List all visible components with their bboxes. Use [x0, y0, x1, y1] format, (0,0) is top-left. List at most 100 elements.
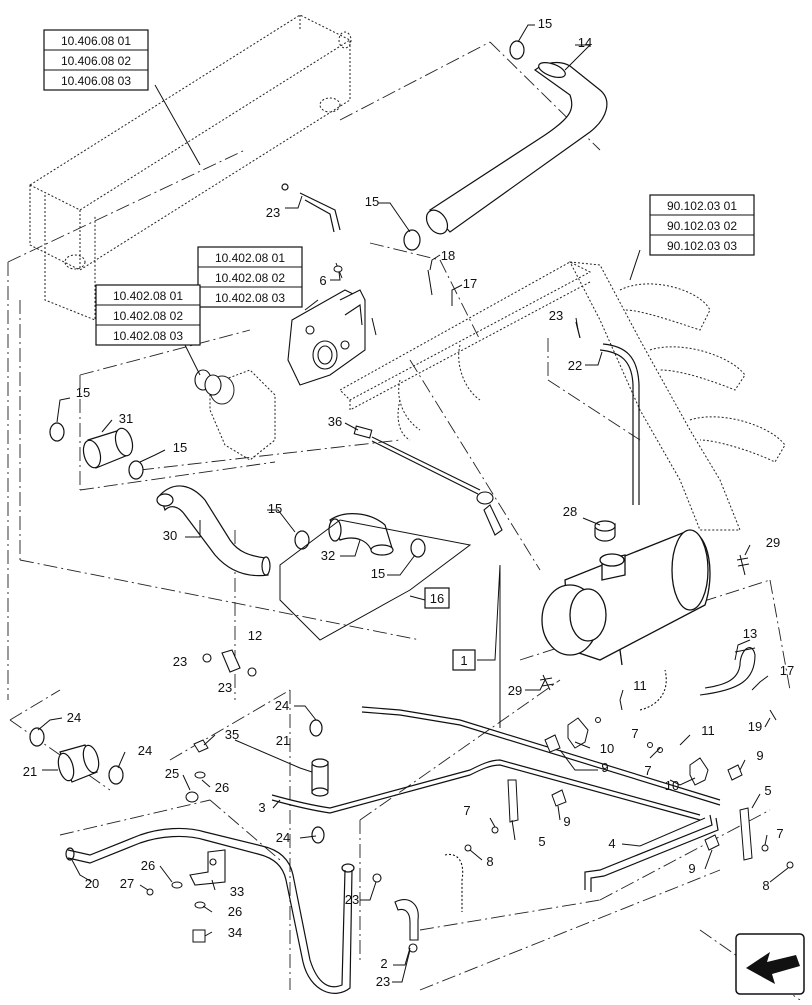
view-direction-arrow-icon: [735, 933, 805, 995]
screws: [464, 717, 794, 869]
part-number[interactable]: 18: [441, 248, 455, 263]
chassis-crossmember: [339, 261, 592, 441]
water-pump: [287, 289, 366, 386]
part-number[interactable]: 9: [688, 861, 695, 876]
part-number[interactable]: 21: [276, 733, 290, 748]
part-number[interactable]: 15: [365, 194, 379, 209]
part-number[interactable]: 23: [549, 308, 563, 323]
part-number[interactable]: 36: [328, 414, 342, 429]
part-number[interactable]: 15: [76, 385, 90, 400]
thermostat-clamp: [194, 369, 222, 396]
reference-code: 90.102.03 03: [667, 239, 737, 253]
part-number[interactable]: 26: [228, 904, 242, 919]
bypass-hose: [281, 183, 341, 233]
part-number[interactable]: 23: [376, 974, 390, 989]
part-number[interactable]: 10: [600, 741, 614, 756]
upper-hose: [425, 61, 608, 235]
part-number[interactable]: 25: [165, 766, 179, 781]
part-number[interactable]: 9: [563, 814, 570, 829]
leader-lines: [37, 24, 789, 983]
reference-code: 10.402.08 01: [113, 289, 183, 303]
reference-code: 90.102.03 02: [667, 219, 737, 233]
kit-callout-16[interactable]: 16: [424, 587, 450, 609]
part-number[interactable]: 29: [766, 535, 780, 550]
hose-12: [202, 649, 257, 677]
bolts-left: [146, 739, 209, 943]
part-number[interactable]: 5: [764, 783, 771, 798]
filler-cap: [594, 520, 616, 542]
coolant-pipe-3: [271, 706, 721, 821]
part-number[interactable]: 23: [173, 654, 187, 669]
part-number[interactable]: 23: [266, 205, 280, 220]
part-number[interactable]: 30: [163, 528, 177, 543]
part-number[interactable]: 8: [762, 878, 769, 893]
part-number[interactable]: 26: [141, 858, 155, 873]
part-number[interactable]: 24: [275, 698, 289, 713]
part-number[interactable]: 34: [228, 925, 242, 940]
tank-strap: [639, 647, 756, 711]
part-number[interactable]: 35: [225, 727, 239, 742]
drain-hose: [575, 321, 640, 505]
part-number[interactable]: 7: [463, 803, 470, 818]
part-number[interactable]: 31: [119, 411, 133, 426]
part-number[interactable]: 3: [258, 800, 265, 815]
part-number[interactable]: 24: [276, 830, 290, 845]
part-number[interactable]: 32: [321, 548, 335, 563]
part-number[interactable]: 8: [486, 854, 493, 869]
part-number[interactable]: 19: [748, 719, 762, 734]
hose-clamp: [403, 40, 525, 251]
part-number[interactable]: 23: [218, 680, 232, 695]
part-number[interactable]: 15: [538, 16, 552, 31]
coolant-tube-20: [65, 827, 355, 994]
part-number[interactable]: 21: [23, 764, 37, 779]
reference-box-ladder[interactable]: 90.102.03 01 90.102.03 02 90.102.03 03: [649, 194, 755, 256]
part-number[interactable]: 29: [508, 683, 522, 698]
kit-number: 16: [430, 591, 444, 606]
reference-code: 10.402.08 01: [215, 251, 285, 265]
part-number[interactable]: 24: [67, 710, 81, 725]
reference-code: 10.402.08 02: [113, 309, 183, 323]
hose-21-left: [29, 727, 124, 785]
part-number[interactable]: 7: [644, 763, 651, 778]
part-number[interactable]: 20: [85, 876, 99, 891]
reference-box-pump-upper[interactable]: 10.402.08 01 10.402.08 02 10.402.08 03: [197, 246, 303, 308]
part-number[interactable]: 15: [268, 501, 282, 516]
part-number[interactable]: 15: [371, 566, 385, 581]
bolts-studs: [539, 554, 777, 721]
part-number[interactable]: 7: [631, 726, 638, 741]
part-number[interactable]: 17: [463, 276, 477, 291]
kit-callout-1[interactable]: 1: [452, 649, 476, 671]
part-callouts: 15 14 23 15 6 18 17 23 22 15 31 15 36 15…: [23, 16, 794, 989]
part-number[interactable]: 26: [215, 780, 229, 795]
part-number[interactable]: 11: [633, 678, 647, 693]
part-number[interactable]: 9: [601, 760, 608, 775]
part-number[interactable]: 24: [138, 743, 152, 758]
reference-box-radiator[interactable]: 10.406.08 01 10.406.08 02 10.406.08 03: [43, 29, 149, 91]
part-number[interactable]: 12: [248, 628, 262, 643]
part-number[interactable]: 11: [701, 723, 715, 738]
part-number[interactable]: 15: [173, 440, 187, 455]
kit-outline: [279, 519, 472, 641]
part-number[interactable]: 27: [120, 876, 134, 891]
lower-hose: [156, 485, 271, 577]
radiator-outline: [29, 14, 352, 321]
part-number[interactable]: 5: [538, 834, 545, 849]
part-number[interactable]: 6: [319, 273, 326, 288]
part-number[interactable]: 2: [380, 956, 387, 971]
reference-box-pump-lower[interactable]: 10.402.08 01 10.402.08 02 10.402.08 03: [95, 284, 201, 346]
reference-code: 10.402.08 02: [215, 271, 285, 285]
part-number[interactable]: 10: [665, 778, 679, 793]
part-number[interactable]: 4: [608, 836, 615, 851]
part-number[interactable]: 9: [756, 748, 763, 763]
part-number[interactable]: 22: [568, 358, 582, 373]
part-number[interactable]: 13: [743, 626, 757, 641]
part-number[interactable]: 28: [563, 504, 577, 519]
part-number[interactable]: 23: [345, 892, 359, 907]
part-number[interactable]: 7: [776, 826, 783, 841]
part-number[interactable]: 17: [780, 663, 794, 678]
part-number[interactable]: 14: [578, 35, 592, 50]
part-number[interactable]: 33: [230, 884, 244, 899]
reference-code: 10.406.08 02: [61, 54, 131, 68]
